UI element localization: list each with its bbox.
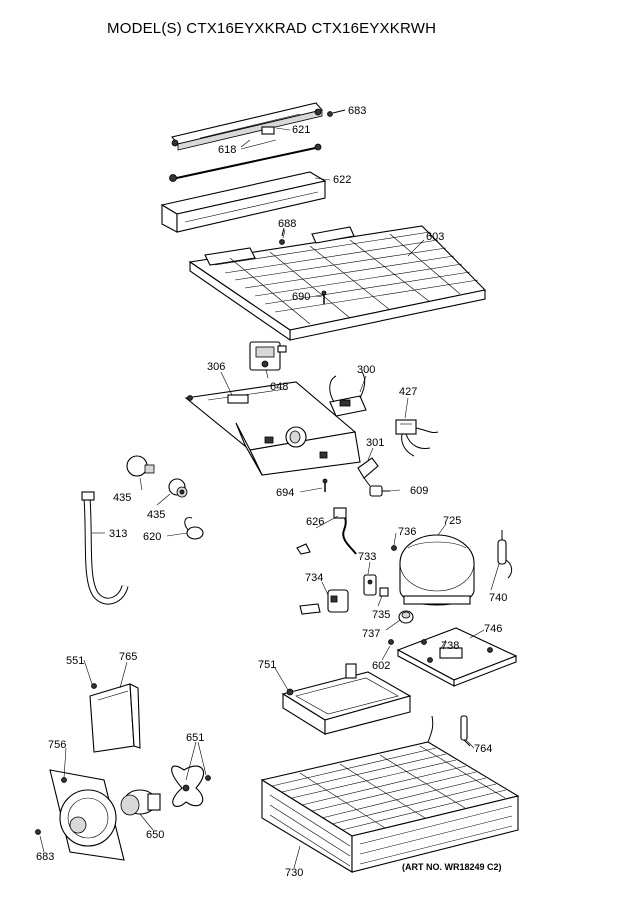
part-683-screw-top — [327, 109, 346, 117]
label-609: 609 — [410, 485, 428, 497]
part-609-bulb-holder — [369, 485, 390, 497]
part-756-fan-shroud — [49, 769, 125, 861]
part-435-knob — [168, 478, 188, 498]
label-736: 736 — [398, 526, 416, 538]
part-435-bulb — [126, 455, 155, 477]
art-number: (ART NO. WR18249 C2) — [402, 862, 502, 872]
part-737-grommet — [398, 610, 414, 624]
part-690-screw — [321, 290, 327, 304]
label-435-knob: 435 — [147, 509, 165, 521]
part-620-clip — [184, 517, 204, 540]
label-756: 756 — [48, 739, 66, 751]
label-738: 738 — [441, 640, 459, 652]
label-602: 602 — [372, 660, 390, 672]
label-622: 622 — [333, 174, 351, 186]
part-306-control-housing — [184, 381, 361, 476]
label-313: 313 — [109, 528, 127, 540]
part-746-base-plate — [396, 627, 518, 687]
label-427: 427 — [399, 386, 417, 398]
label-683-bottom: 683 — [36, 851, 54, 863]
label-740: 740 — [489, 592, 507, 604]
part-626-overload — [296, 507, 357, 555]
label-735: 735 — [372, 609, 390, 621]
label-737: 737 — [362, 628, 380, 640]
part-603-shelf — [188, 225, 487, 342]
part-622-tray — [160, 171, 327, 233]
label-751: 751 — [258, 659, 276, 671]
label-764: 764 — [474, 743, 492, 755]
label-746: 746 — [484, 623, 502, 635]
label-725: 725 — [443, 515, 461, 527]
label-618: 618 — [218, 144, 236, 156]
part-301-socket — [357, 457, 379, 487]
part-740-drier — [497, 530, 513, 579]
part-602-screw — [388, 639, 394, 645]
part-736-screw — [391, 545, 397, 551]
label-620: 620 — [143, 531, 161, 543]
part-551-screw — [91, 683, 97, 689]
part-651-fan-blade — [171, 765, 211, 807]
label-765: 765 — [119, 651, 137, 663]
part-618-rod — [169, 143, 322, 182]
part-733-start-device — [363, 574, 377, 596]
part-694-screw — [322, 478, 328, 492]
label-650: 650 — [146, 829, 164, 841]
part-650-fan-motor — [120, 789, 161, 816]
label-301: 301 — [366, 437, 384, 449]
part-751-drain-pan — [281, 663, 412, 735]
label-730: 730 — [285, 867, 303, 879]
label-683-top: 683 — [348, 105, 366, 117]
part-313-drain-tube — [81, 491, 129, 605]
label-551: 551 — [66, 655, 84, 667]
label-621: 621 — [292, 124, 310, 136]
label-734: 734 — [305, 572, 323, 584]
label-651: 651 — [186, 732, 204, 744]
part-765-cover — [89, 683, 141, 753]
part-683-screw-bottom — [35, 829, 41, 835]
part-735-clip — [379, 587, 389, 597]
label-694: 694 — [276, 487, 294, 499]
label-626: 626 — [306, 516, 324, 528]
part-300-switch — [329, 371, 367, 417]
label-300: 300 — [357, 364, 375, 376]
label-733: 733 — [358, 551, 376, 563]
part-number-labels: 683 621 618 622 688 603 690 306 648 300 … — [36, 105, 507, 879]
part-764-clip — [460, 715, 471, 747]
part-427-connector — [395, 419, 439, 457]
part-688-screw — [279, 227, 285, 245]
part-725-compressor — [399, 534, 475, 606]
label-648: 648 — [270, 381, 288, 393]
part-730-condenser — [260, 715, 520, 873]
part-621-bracket — [170, 102, 324, 151]
part-648-thermostat — [249, 341, 287, 371]
label-690: 690 — [292, 291, 310, 303]
label-688: 688 — [278, 218, 296, 230]
label-435-bulb: 435 — [113, 492, 131, 504]
leader-lines — [39, 127, 500, 869]
model-title: MODEL(S) CTX16EYXKRAD CTX16EYXKRWH — [107, 20, 437, 37]
label-306: 306 — [207, 361, 225, 373]
label-603: 603 — [426, 231, 444, 243]
part-734-relay — [299, 589, 349, 615]
